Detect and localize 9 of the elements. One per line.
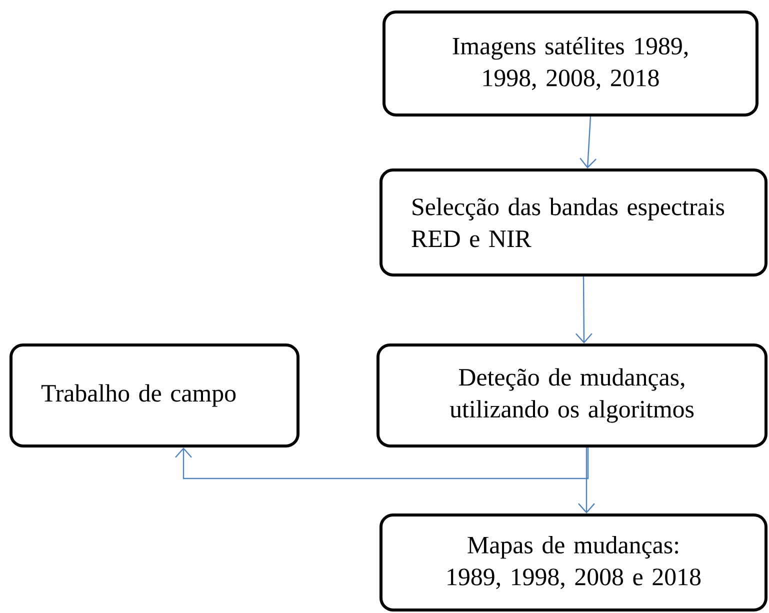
arrow — [580, 116, 596, 168]
arrow — [578, 448, 595, 514]
process-box: Deteção de mudanças, utilizando os algoritmos — [376, 343, 768, 448]
process-box: Imagens satélites 1989, 1998, 2008, 2018 — [382, 10, 758, 116]
arrow — [175, 447, 589, 480]
process-box: Selecção das bandas espectrais RED e NIR — [380, 168, 768, 276]
process-box: Trabalho de campo — [10, 343, 300, 448]
arrow — [575, 276, 592, 344]
process-box: Mapas de mudanças: 1989, 1998, 2008 e 2018 — [380, 513, 768, 612]
